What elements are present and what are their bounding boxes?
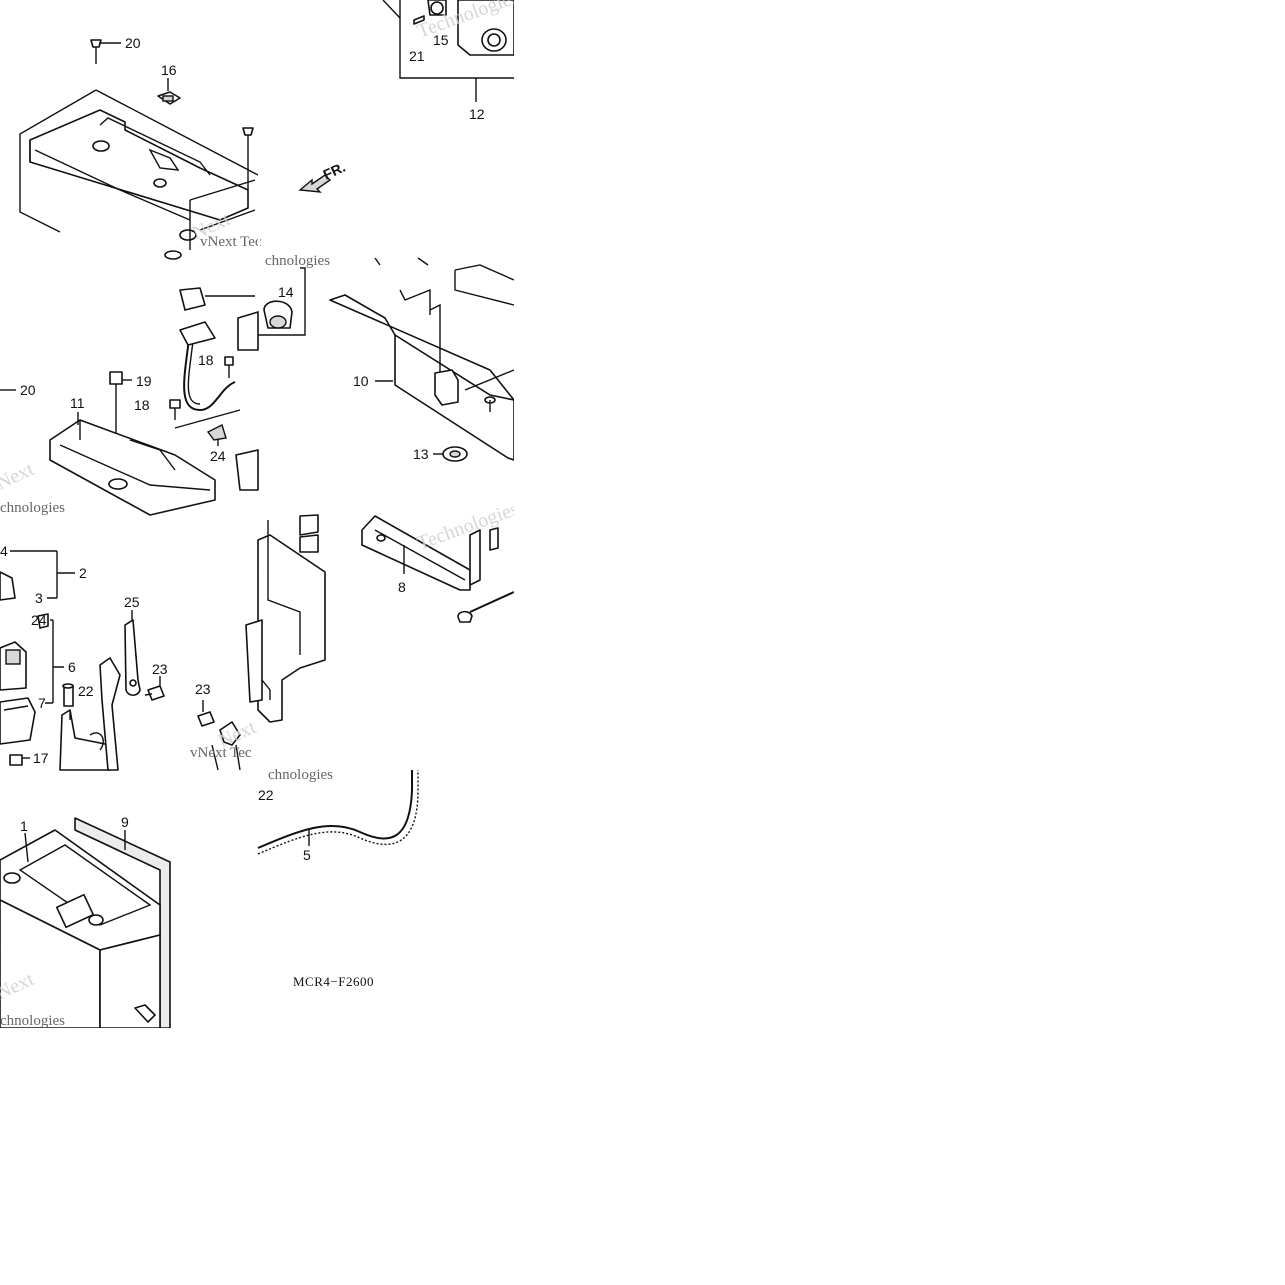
blank-area [514, 0, 1285, 1285]
callout-8: 8 [398, 579, 406, 595]
callout-12: 12 [469, 106, 485, 122]
tile-battery-case: 10 13 [329, 257, 515, 462]
callout-3: 3 [35, 590, 43, 606]
front-direction-arrow: FR. [298, 159, 348, 193]
tile-cover-11: chnologies 14 18 18 19 20 11 [0, 253, 330, 516]
callout-17: 17 [33, 750, 49, 766]
blank-area-bottom [0, 1028, 514, 1285]
callout-16: 16 [161, 62, 177, 78]
callout-10: 10 [353, 373, 369, 389]
watermark-k: chnologies [0, 1013, 65, 1029]
callout-2: 2 [79, 565, 87, 581]
watermark-l: chnologies [268, 767, 333, 783]
diagram-code: MCR4−F2600 [293, 974, 374, 989]
tile-cable: chnologies 22 5 MCR4−F2600 [257, 767, 419, 989]
tile-battery-box: 8 Technologies [245, 498, 522, 723]
callout-22-a: 22 [78, 683, 94, 699]
callout-18-a: 18 [198, 352, 214, 368]
callout-1: 1 [20, 818, 28, 834]
callout-7: 7 [38, 695, 46, 711]
callout-15: 15 [433, 32, 449, 48]
callout-24-b: 24 [31, 612, 47, 628]
callout-24-a: 24 [210, 448, 226, 464]
callout-23-a: 23 [152, 661, 168, 677]
callout-4: 4 [0, 543, 8, 559]
callout-14: 14 [278, 284, 294, 300]
callout-9: 9 [121, 814, 129, 830]
watermark-e: Next [0, 458, 38, 495]
callout-6: 6 [68, 659, 76, 675]
callout-23-b: 23 [195, 681, 211, 697]
watermark-d: chnologies [265, 253, 330, 269]
callout-5: 5 [303, 847, 311, 863]
clip-16 [157, 78, 181, 105]
front-label: FR. [321, 159, 348, 183]
tile-fusebox: Technologies 21 15 12 FR. [298, 0, 522, 193]
watermark-f: chnologies [0, 500, 65, 516]
callout-11: 11 [70, 395, 85, 411]
callout-22-b: 22 [258, 787, 274, 803]
tile-battery: 9 1 Next chnologies [0, 814, 171, 1029]
tile-relays: 4 2 3 24 6 7 22 17 25 [0, 543, 260, 771]
callout-20-a: 20 [125, 35, 141, 51]
tile-seam [258, 0, 260, 257]
callout-20-b: 20 [20, 382, 36, 398]
callout-21: 21 [409, 48, 425, 64]
watermark-b: vNext Tec [200, 234, 262, 250]
watermark-h: vNext Tec [190, 745, 252, 761]
callout-25: 25 [124, 594, 140, 610]
tile-cover: 20 16 Next vNext Tec [19, 35, 262, 260]
callout-18-b: 18 [134, 397, 150, 413]
callout-13: 13 [413, 446, 429, 462]
watermark-i: Technologies [414, 498, 522, 555]
screw-20-top [90, 39, 121, 64]
callout-19: 19 [136, 373, 152, 389]
